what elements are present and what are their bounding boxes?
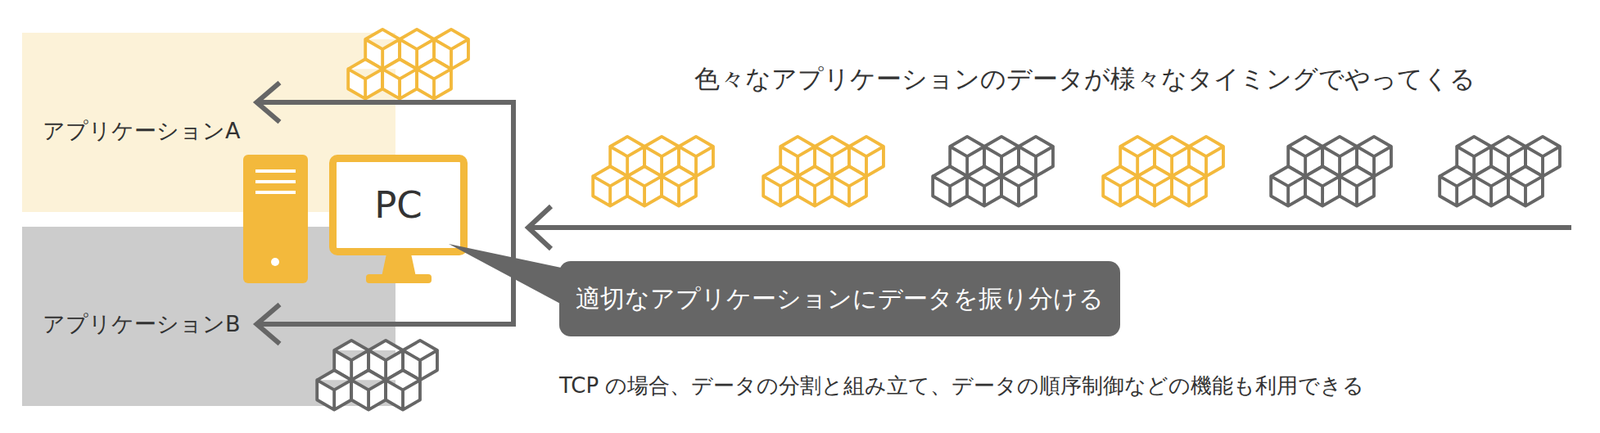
heading-note: 色々なアプリケーションのデータが様々なタイミングでやってくる bbox=[694, 62, 1476, 95]
application-label: アプリケーションA bbox=[42, 116, 240, 146]
data-packet-icon bbox=[1439, 136, 1560, 207]
pc-tower bbox=[243, 154, 308, 284]
data-packet-icon bbox=[348, 29, 469, 100]
footnote: TCP の場合、データの分割と組み立て、データの順序制御などの機能も利用できる bbox=[559, 369, 1365, 403]
monitor-base bbox=[366, 274, 432, 284]
data-packet-icon bbox=[1270, 136, 1392, 207]
tower-vents bbox=[255, 171, 296, 193]
callout-box: 適切なアプリケーションにデータを振り分ける bbox=[559, 261, 1121, 337]
data-packet-icon bbox=[763, 136, 884, 207]
data-packet-icon bbox=[316, 340, 438, 411]
data-packet-icon bbox=[1102, 136, 1224, 207]
node-text: PC bbox=[374, 190, 423, 221]
flow-arrow bbox=[256, 82, 514, 228]
flow-arrow bbox=[257, 227, 514, 344]
tower-button bbox=[271, 257, 280, 267]
application-label: アプリケーションB bbox=[42, 309, 241, 339]
monitor-stand bbox=[381, 253, 416, 277]
node-text: 適切なアプリケーションにデータを振り分ける bbox=[575, 284, 1104, 314]
data-packet-icon bbox=[932, 136, 1054, 207]
incoming-arrow bbox=[528, 206, 1572, 249]
data-packet-icon bbox=[592, 136, 714, 207]
pc-monitor: PC bbox=[329, 154, 468, 256]
callout-pointer bbox=[448, 244, 565, 307]
